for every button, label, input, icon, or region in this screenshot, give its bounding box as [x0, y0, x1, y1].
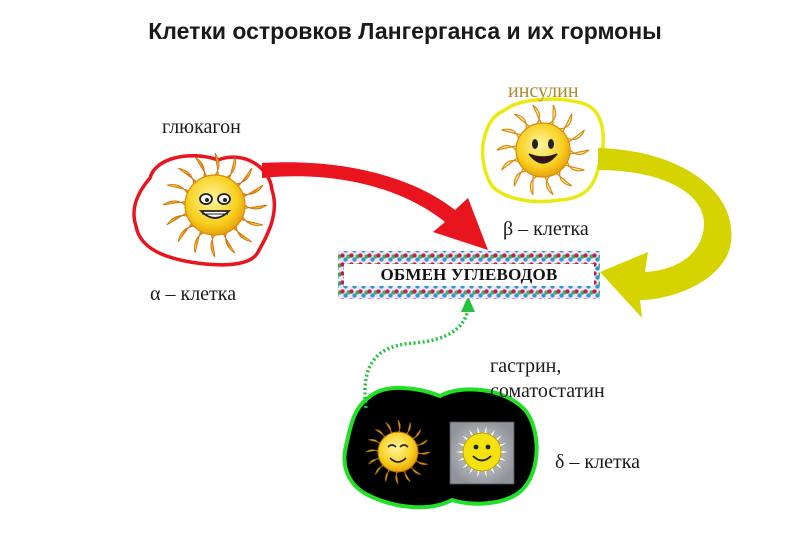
beta-arrow	[598, 148, 732, 318]
delta-sun-icon	[365, 419, 431, 485]
alpha-sun-icon	[162, 152, 268, 258]
carbohydrate-metabolism-box: ОБМЕН УГЛЕВОДОВ	[338, 251, 600, 299]
glucagon-label: глюкагон	[162, 116, 241, 138]
delta-cell-label: δ – клетка	[555, 451, 641, 473]
hormone-somatostatin-label: соматостатин	[490, 380, 605, 402]
carbohydrate-metabolism-label: ОБМЕН УГЛЕВОДОВ	[344, 264, 594, 286]
page-title: Клетки островков Лангерганса и их гормон…	[148, 18, 662, 44]
beta-cell-label: β – клетка	[503, 218, 589, 240]
delta-arrow-head	[461, 296, 475, 312]
alpha-arrow	[262, 162, 488, 250]
beta-sun-icon	[496, 104, 590, 196]
delta-arrow	[363, 307, 470, 409]
smiley-icon	[449, 421, 515, 485]
insulin-label: инсулин	[508, 80, 579, 102]
hormone-gastrin-label: гастрин,	[490, 355, 562, 377]
alpha-cell-label: α – клетка	[150, 283, 237, 305]
